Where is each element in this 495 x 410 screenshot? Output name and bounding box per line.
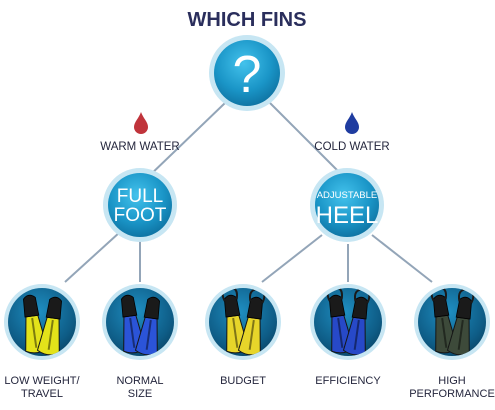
leaf-label-normal-size-line-2: SIZE: [128, 388, 152, 400]
adjustable-heel-node: ADJUSTABLE HEEL: [310, 168, 384, 242]
leaf-label-normal-size-line-1: NORMAL: [116, 375, 163, 387]
cold-water-label: COLD WATER: [314, 141, 389, 153]
fin-right-low-weight-travel: [36, 296, 62, 356]
fins-image-budget: [221, 288, 266, 356]
leaf-label-low-weight-travel-line-2: TRAVEL: [21, 388, 63, 400]
leaf-node-budget: BUDGET: [205, 284, 281, 387]
leaf-label-high-performance-line-1: HIGH: [438, 375, 466, 387]
connector-full-foot-to-low-weight: [64, 231, 121, 283]
full-foot-line-1: FULL: [117, 186, 163, 207]
adjustable-heel-line-2: HEEL: [316, 202, 379, 229]
connector-heel-to-high-performance: [371, 234, 433, 283]
leaf-label-budget-line-1: BUDGET: [220, 375, 266, 387]
cold-water-branch: COLD WATER: [314, 112, 390, 153]
full-foot-node: FULL FOOT: [103, 168, 177, 242]
fins-image-high-performance: [430, 288, 475, 356]
connector-root-to-adjustable-heel: [269, 102, 346, 179]
connector-root-to-full-foot: [146, 102, 226, 179]
full-foot-line-2: FOOT: [114, 205, 167, 226]
fins-image-low-weight-travel: [23, 294, 62, 356]
leaf-node-low-weight-travel: LOW WEIGHT/TRAVEL: [4, 284, 81, 400]
adjustable-heel-line-1: ADJUSTABLE: [317, 190, 378, 201]
leaf-label-high-performance-line-2: PERFORMANCE: [409, 388, 495, 400]
warm-water-label: WARM WATER: [100, 141, 179, 153]
question-mark-icon: ?: [233, 46, 262, 104]
leaf-node-efficiency: EFFICIENCY: [310, 284, 386, 387]
cold-water-drop-icon: [345, 112, 359, 134]
connector-heel-to-budget: [261, 234, 323, 283]
fin-right-normal-size: [134, 296, 160, 356]
warm-water-drop-icon: [134, 112, 148, 134]
leaf-label-efficiency-line-1: EFFICIENCY: [315, 375, 381, 387]
root-question-node: ?: [209, 35, 285, 111]
tree-connectors: [64, 102, 433, 283]
leaf-label-low-weight-travel-line-1: LOW WEIGHT/: [4, 375, 80, 387]
warm-water-branch: WARM WATER: [100, 112, 180, 153]
page-title: WHICH FINS: [188, 9, 307, 31]
fins-image-normal-size: [121, 294, 160, 356]
